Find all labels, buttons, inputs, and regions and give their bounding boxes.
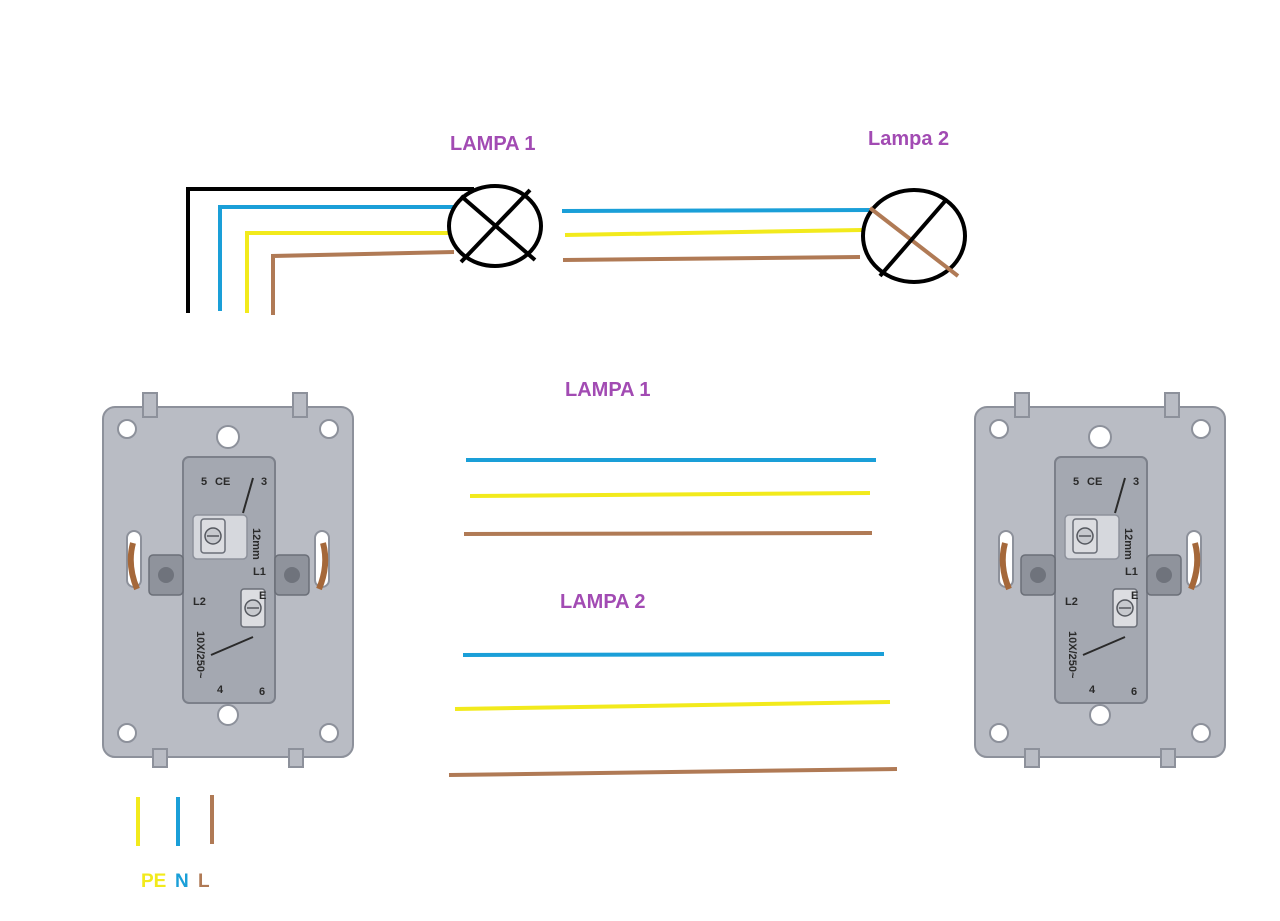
lamp-1-bundle-label: LAMPA 1 xyxy=(565,379,651,401)
legend-pe: PE xyxy=(141,871,167,892)
blue-wire xyxy=(462,652,885,657)
yellow-wire xyxy=(469,491,871,498)
brown-wire xyxy=(562,255,861,262)
lamp-1-wire-bundle xyxy=(463,458,876,536)
terminal-6: 6 xyxy=(1131,686,1137,698)
lamp-2-symbol xyxy=(861,188,967,284)
legend-n: N xyxy=(175,871,189,892)
terminal-l1: L1 xyxy=(253,566,266,578)
terminal-5: 5 xyxy=(201,476,207,488)
supply-stubs xyxy=(136,795,214,846)
rating-marking: 10X/250~ xyxy=(194,631,206,679)
terminal-4: 4 xyxy=(217,684,224,696)
black-wire xyxy=(186,187,474,313)
terminal-4: 4 xyxy=(1089,684,1096,696)
terminal-e: E xyxy=(259,590,266,602)
lamp-link-wires xyxy=(561,208,873,262)
ce-mark: CE xyxy=(215,476,230,488)
brown-wire xyxy=(271,250,455,315)
depth-marking: 12mm xyxy=(1122,528,1134,560)
lamp-2-top-label: Lampa 2 xyxy=(868,128,950,150)
switch-right: CE 5 3 12mm L1 L2 E 10X/250~ 4 6 xyxy=(975,393,1225,767)
brown-wire xyxy=(448,767,898,777)
terminal-l2: L2 xyxy=(1065,596,1078,608)
blue-wire xyxy=(561,208,873,213)
lamp-1-top-label: LAMPA 1 xyxy=(450,133,536,155)
yellow-wire xyxy=(564,228,863,237)
rating-marking: 10X/250~ xyxy=(1066,631,1078,679)
terminal-3: 3 xyxy=(261,476,267,488)
brown-wire xyxy=(463,531,873,536)
legend-l: L xyxy=(198,871,210,892)
terminal-6: 6 xyxy=(259,686,265,698)
lamp-2-bundle-label: LAMPA 2 xyxy=(560,591,646,613)
terminal-l2: L2 xyxy=(193,596,206,608)
depth-marking: 12mm xyxy=(250,528,262,560)
feed-wires xyxy=(186,187,474,315)
terminal-3: 3 xyxy=(1133,476,1139,488)
lamp-1-symbol xyxy=(447,184,543,268)
switch-left: CE 5 3 12mm L1 L2 E 10X/250~ 4 6 xyxy=(103,393,353,767)
yellow-wire xyxy=(245,231,450,313)
ce-mark: CE xyxy=(1087,476,1102,488)
terminal-l1: L1 xyxy=(1125,566,1138,578)
yellow-wire xyxy=(454,700,891,711)
terminal-e: E xyxy=(1131,590,1138,602)
terminal-5: 5 xyxy=(1073,476,1079,488)
lamp-2-wire-bundle xyxy=(448,652,898,777)
blue-wire xyxy=(218,205,458,311)
